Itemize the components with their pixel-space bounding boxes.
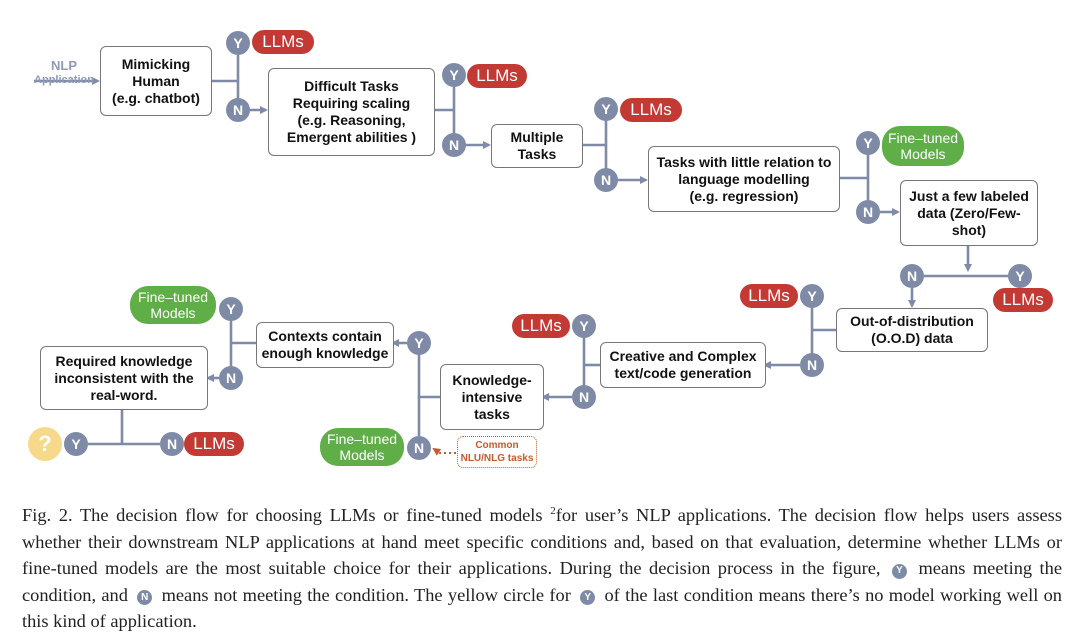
mimicking-human-box: Mimicking Human (e.g. chatbot) <box>100 46 212 116</box>
fine-tuned-models-badge: Fine–tuned Models <box>882 126 964 166</box>
common-tasks-note: Common NLU/NLG tasks <box>457 436 537 468</box>
yes-marker: Y <box>1008 264 1032 288</box>
multiple-tasks-box: Multiple Tasks <box>491 124 583 168</box>
no-marker: N <box>160 432 184 456</box>
no-inline-icon: N <box>137 590 153 606</box>
yes-marker: Y <box>800 284 824 308</box>
inconsistent-knowledge-box: Required knowledge inconsistent with the… <box>40 346 208 410</box>
caption-text-1: Fig. 2. The decision flow for choosing L… <box>22 505 551 526</box>
caption-text-3: means meeting the condition, and <box>22 558 1063 605</box>
caption-text-5: of the last condition means there’s no m… <box>22 584 1063 632</box>
question-mark-icon: ? <box>28 427 62 461</box>
llms-badge: LLMs <box>993 288 1053 312</box>
no-marker: N <box>856 200 880 224</box>
footnote-marker: 2 <box>550 505 556 517</box>
knowledge-intensive-box: Knowledge- intensive tasks <box>440 364 544 430</box>
yes-marker: Y <box>442 63 466 87</box>
yes-marker: Y <box>572 314 596 338</box>
no-marker: N <box>594 168 618 192</box>
application-label: Application <box>34 74 94 86</box>
figure-caption: Fig. 2. The decision flow for choosing L… <box>22 498 1062 635</box>
yes-marker: Y <box>856 131 880 155</box>
creative-generation-box: Creative and Complex text/code generatio… <box>600 342 766 388</box>
decision-flow-diagram: NLP Application Mimicking Human (e.g. ch… <box>28 30 1053 468</box>
nlp-application-label: NLP Application <box>32 58 96 87</box>
yes-marker: Y <box>64 432 88 456</box>
few-labeled-box: Just a few labeled data (Zero/Few- shot) <box>900 180 1038 246</box>
llms-badge: LLMs <box>620 98 682 122</box>
fine-tuned-models-badge: Fine–tuned Models <box>130 286 216 324</box>
yes-marker: Y <box>407 331 431 355</box>
no-marker: N <box>226 98 250 122</box>
no-marker: N <box>442 133 466 157</box>
nlp-label: NLP <box>51 58 77 73</box>
connector-lines <box>34 55 1010 456</box>
fine-tuned-models-badge: Fine–tuned Models <box>320 428 404 466</box>
yes-inline-icon: Y <box>580 590 596 606</box>
no-marker: N <box>572 385 596 409</box>
yes-inline-icon: Y <box>891 563 907 579</box>
yes-marker: Y <box>226 31 250 55</box>
no-marker: N <box>407 436 431 460</box>
yes-marker: Y <box>594 97 618 121</box>
caption-text-2: for user’s NLP applications. The decisio… <box>22 505 1062 579</box>
difficult-tasks-box: Difficult Tasks Requiring scaling (e.g. … <box>268 68 435 156</box>
ood-box: Out-of-distribution (O.O.D) data <box>836 308 988 352</box>
llms-badge: LLMs <box>512 314 570 338</box>
llms-badge: LLMs <box>252 30 314 54</box>
llms-badge: LLMs <box>467 64 527 88</box>
contexts-knowledge-box: Contexts contain enough knowledge <box>256 322 394 368</box>
llms-badge: LLMs <box>740 284 798 308</box>
caption-text-4: means not meeting the condition. The yel… <box>161 584 571 605</box>
yes-marker: Y <box>219 297 243 321</box>
no-marker: N <box>800 353 824 377</box>
little-relation-box: Tasks with little relation to language m… <box>648 146 840 212</box>
no-marker: N <box>219 366 243 390</box>
no-marker: N <box>900 264 924 288</box>
llms-badge: LLMs <box>184 432 244 456</box>
